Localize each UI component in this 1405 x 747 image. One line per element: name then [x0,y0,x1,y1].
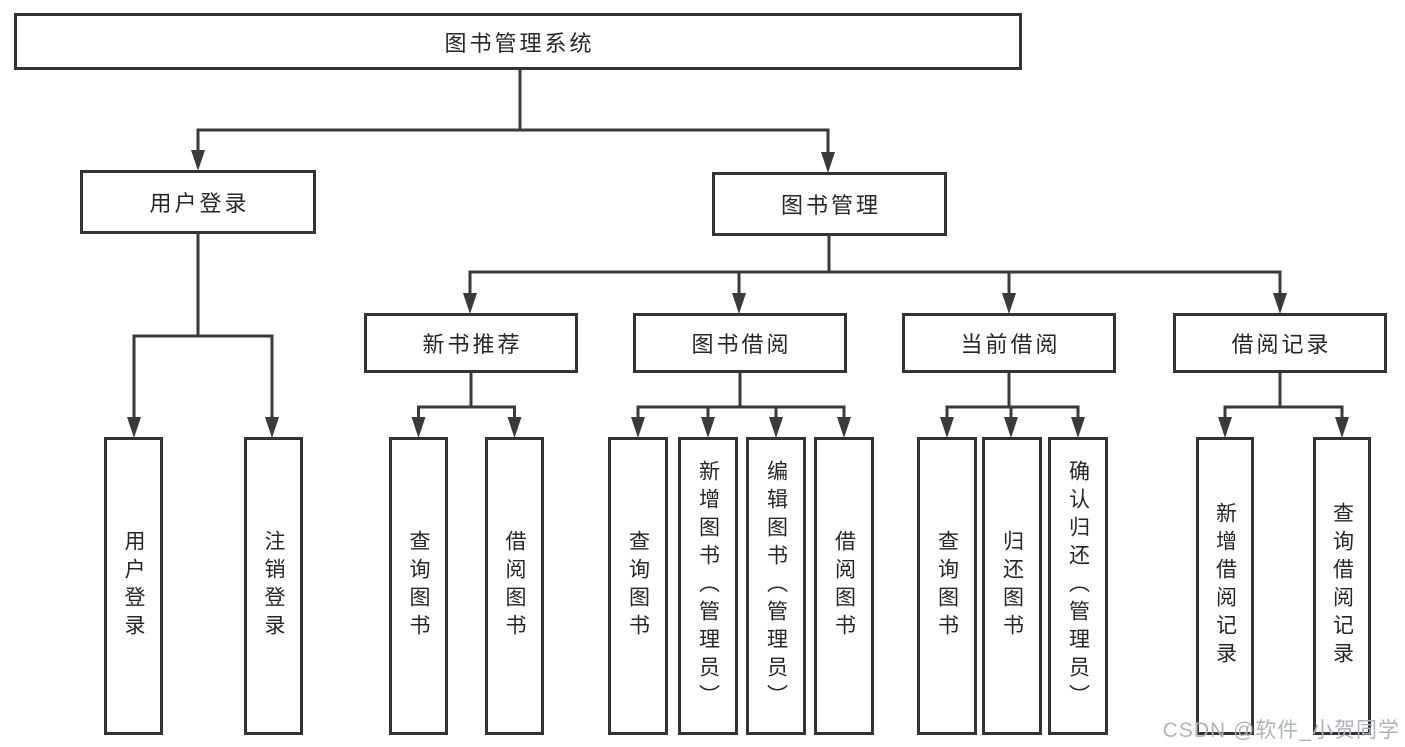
leaf-label: 查询借阅记录 [1330,502,1354,670]
leaf-user-login: 用户登录 [104,437,163,735]
arrow-down-icon [732,293,746,314]
node-book-management: 图书管理 [712,172,947,236]
leaf-label: 借阅图书 [832,530,856,642]
arrow-down-icon [411,417,426,438]
node-borrow-records: 借阅记录 [1173,313,1387,373]
leaf-borrow-add-books-admin: 新增图书（管理员） [678,437,738,735]
leaf-label: 编辑图书（管理员） [764,460,788,712]
node-label: 新书推荐 [422,332,523,357]
node-label: 图书管理系统 [444,30,595,56]
leaf-borrow-borrow-books: 借阅图书 [814,437,874,735]
leaf-label: 查询图书 [935,530,959,642]
connector-book-management [463,236,1287,314]
arrow-down-icon [1004,417,1018,438]
leaf-current-return-books: 归还图书 [982,437,1042,735]
leaf-records-add-record: 新增借阅记录 [1196,437,1254,735]
node-label: 借阅记录 [1231,332,1332,357]
arrow-down-icon [463,293,477,314]
node-label: 当前借阅 [960,332,1061,357]
arrow-down-icon [1273,293,1287,314]
leaf-recommend-borrow-books: 借阅图书 [485,437,544,735]
arrow-down-icon [769,417,783,438]
leaf-recommend-query-books: 查询图书 [389,437,448,735]
arrow-down-icon [940,417,954,438]
arrow-down-icon [1218,417,1232,438]
leaf-current-confirm-return-admin: 确认归还（管理员） [1048,437,1108,735]
leaf-borrow-query-books: 查询图书 [608,437,668,735]
connector-new-book-recommend [411,373,522,438]
arrow-down-icon [821,152,835,173]
node-label: 用户登录 [149,191,250,216]
arrow-down-icon [631,417,645,438]
arrow-down-icon [507,417,522,438]
leaf-label: 新增图书（管理员） [696,460,720,712]
leaf-borrow-edit-books-admin: 编辑图书（管理员） [746,437,806,735]
leaf-label: 新增借阅记录 [1213,502,1237,670]
leaf-label: 查询图书 [626,530,650,642]
node-label: 图书管理 [780,193,881,218]
leaf-current-query-books: 查询图书 [917,437,977,735]
node-new-book-recommend: 新书推荐 [364,313,578,373]
arrow-down-icon [191,150,205,171]
leaf-label: 借阅图书 [503,530,526,642]
arrow-down-icon [837,417,851,438]
leaf-label: 用户登录 [122,530,145,642]
node-current-borrow: 当前借阅 [902,313,1116,373]
connector-book-borrow [631,373,851,438]
arrow-down-icon [1071,417,1085,438]
node-label: 图书借阅 [691,332,792,357]
leaf-label: 注销登录 [262,530,285,642]
arrow-down-icon [265,417,279,438]
arrow-down-icon [1002,293,1016,314]
connector-current-borrow [940,373,1085,438]
connector-root [191,70,835,173]
node-book-borrow: 图书借阅 [633,313,847,373]
csdn-watermark: CSDN @软件_小贺同学 [1162,719,1400,742]
leaf-records-query-record: 查询借阅记录 [1313,437,1371,735]
connector-borrow-records [1218,373,1349,438]
leaf-logout: 注销登录 [244,437,303,735]
arrow-down-icon [1335,417,1349,438]
node-user-login: 用户登录 [80,170,316,234]
leaf-label: 归还图书 [1000,530,1024,642]
connector-user-login [127,234,279,438]
arrow-down-icon [701,417,715,438]
node-root-system: 图书管理系统 [14,13,1022,70]
leaf-label: 确认归还（管理员） [1066,460,1090,712]
leaf-label: 查询图书 [407,530,430,642]
arrow-down-icon [127,417,141,438]
